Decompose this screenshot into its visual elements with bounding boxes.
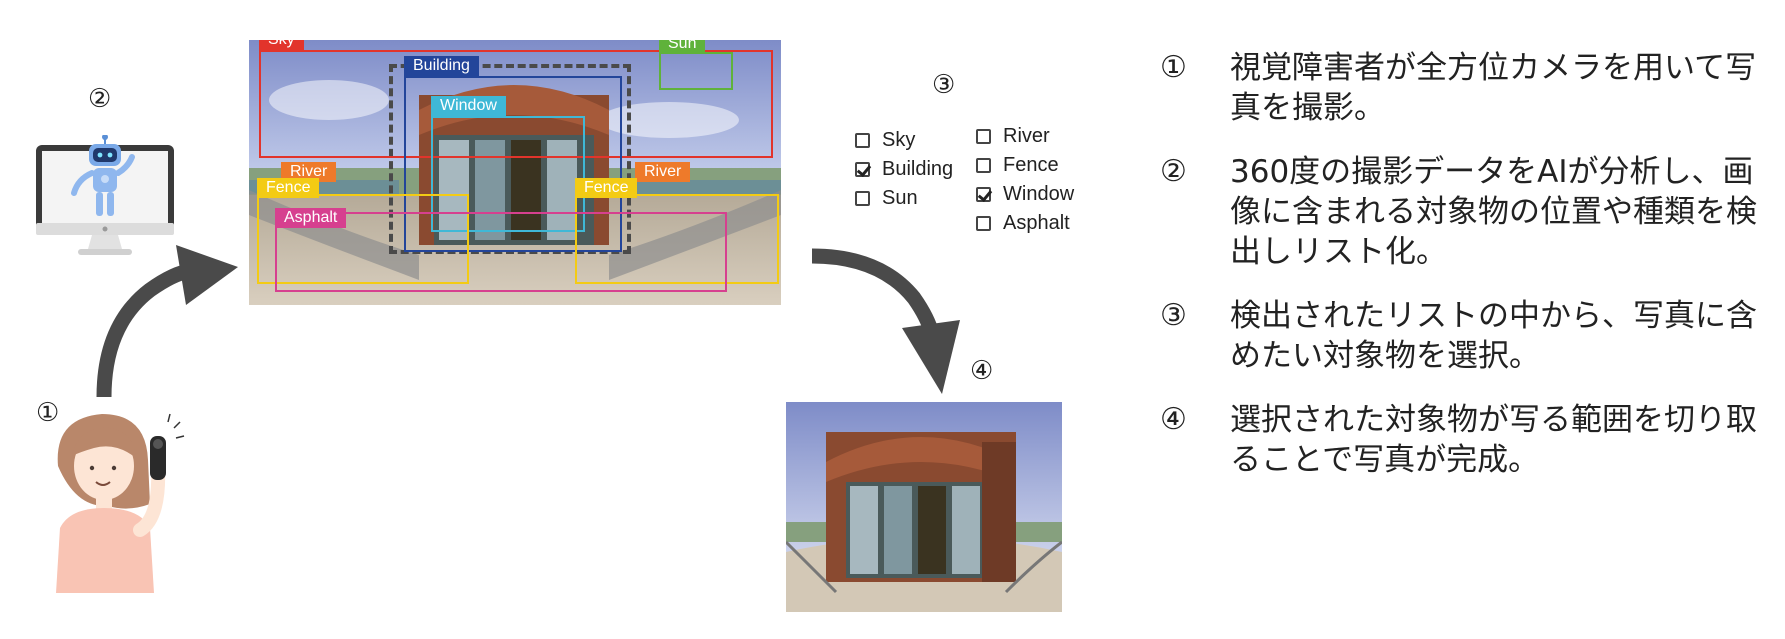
person-with-camera-illustration xyxy=(56,413,185,593)
selection-region xyxy=(389,64,631,254)
marker-ai: ② xyxy=(88,84,112,114)
label-sky: Sky xyxy=(259,40,304,50)
ai-robot-monitor-illustration xyxy=(36,135,174,255)
cropped-result-photo xyxy=(786,402,1062,612)
marker-select: ③ xyxy=(932,70,956,100)
checklist-item-river[interactable]: River xyxy=(976,122,1074,151)
panorama-detection-image: Sky Sun Building Window River River Fenc… xyxy=(249,40,781,305)
checklist-item-fence[interactable]: Fence xyxy=(976,151,1074,180)
marker-capture: ① xyxy=(36,398,60,428)
label-sun: Sun xyxy=(659,40,706,54)
bbox-asphalt xyxy=(275,212,727,292)
checkbox[interactable] xyxy=(855,133,870,148)
arrow-capture-to-panorama xyxy=(96,245,238,398)
marker-result: ④ xyxy=(970,356,994,386)
label-window: Window xyxy=(431,96,506,116)
checkbox-checked[interactable] xyxy=(976,187,991,202)
steps-list: ① 視覚障害者が全方位カメラを用いて写真を撮影。 ② 360度の撮影データをAI… xyxy=(1160,48,1780,504)
bbox-fence-left xyxy=(257,194,469,284)
label-building: Building xyxy=(404,56,479,76)
label-fence-right: Fence xyxy=(575,178,638,198)
bbox-sun xyxy=(659,52,733,90)
checkbox[interactable] xyxy=(976,158,991,173)
checkbox[interactable] xyxy=(976,129,991,144)
label-fence-left: Fence xyxy=(257,178,320,198)
checklist-item-building[interactable]: Building xyxy=(855,155,953,184)
checklist-column-2: River Fence Window Asphalt xyxy=(976,122,1074,238)
checklist-item-window[interactable]: Window xyxy=(976,180,1074,209)
checklist-item-sky[interactable]: Sky xyxy=(855,126,953,155)
bbox-sky xyxy=(259,50,773,158)
checklist-item-sun[interactable]: Sun xyxy=(855,184,953,213)
label-river-left: River xyxy=(281,162,337,182)
checkbox[interactable] xyxy=(976,216,991,231)
label-river-right: River xyxy=(635,162,691,182)
step-1: ① 視覚障害者が全方位カメラを用いて写真を撮影。 xyxy=(1160,50,1757,126)
bbox-window xyxy=(431,116,585,232)
step-3: ③ 検出されたリストの中から、写真に含めたい対象物を選択。 xyxy=(1160,298,1757,374)
checklist-item-asphalt[interactable]: Asphalt xyxy=(976,209,1074,238)
label-asphalt: Asphalt xyxy=(275,208,347,228)
arrow-panorama-to-result xyxy=(811,248,960,394)
bbox-fence-right xyxy=(575,194,779,284)
checkbox-checked[interactable] xyxy=(855,162,870,177)
checkbox[interactable] xyxy=(855,191,870,206)
step-4: ④ 選択された対象物が写る範囲を切り取ることで写真が完成。 xyxy=(1160,402,1757,478)
bbox-building xyxy=(404,76,622,252)
checklist-column-1: Sky Building Sun xyxy=(855,126,953,213)
step-2: ② 360度の撮影データをAIが分析し、画像に含まれる対象物の位置や種類を検出し… xyxy=(1160,154,1757,270)
